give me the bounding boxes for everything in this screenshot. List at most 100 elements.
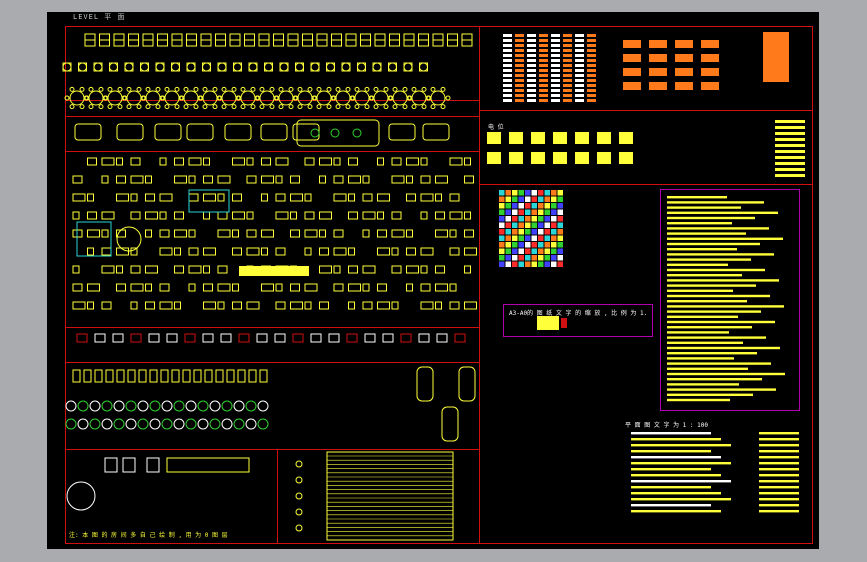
note-text-line (631, 438, 721, 441)
round-table-chair (307, 86, 313, 92)
spec-text-line (667, 346, 780, 350)
plant-symbol (113, 418, 125, 430)
spec-text-line (667, 284, 756, 287)
legend-cell (587, 44, 596, 47)
round-table-chair (335, 86, 341, 92)
car-block (441, 406, 459, 442)
round-table-chair (307, 104, 313, 110)
divider-left-6 (65, 449, 479, 450)
sofa-block (101, 265, 115, 274)
cad-drawing-canvas[interactable]: LEVEL 平 面 A3-A0的 图 纸 文 字 的 缩 放 , 比 例 为 1… (47, 12, 819, 549)
sofa-block (275, 283, 283, 292)
color-swatch (544, 196, 550, 202)
sofa-block (174, 301, 181, 310)
spec-text-line (667, 232, 746, 235)
round-table-chair (345, 104, 351, 110)
appliance-block (130, 333, 142, 343)
legend-cell (503, 54, 512, 57)
border-pattern (166, 457, 250, 473)
color-swatch (499, 190, 505, 196)
spec-text-line (667, 362, 771, 365)
round-table-chair (316, 104, 322, 110)
bathroom-fixture (226, 369, 235, 383)
sofa-block (319, 157, 332, 166)
round-table-chair (269, 104, 275, 110)
sofa-block (406, 175, 413, 184)
note-text-line (631, 510, 721, 513)
sofa-block (232, 193, 242, 202)
note-text-line (759, 486, 799, 489)
legend-cell (503, 44, 512, 47)
sofa-block (116, 265, 123, 274)
round-table-chair (174, 86, 180, 92)
legend-block-orange (623, 68, 641, 76)
sofa-block (246, 247, 260, 256)
note-text-line (759, 450, 799, 453)
chair-block (341, 62, 351, 72)
dining-table (186, 123, 214, 141)
round-table-chair (202, 104, 208, 110)
round-table-chair (174, 104, 180, 110)
color-swatch (518, 255, 524, 261)
sofa-block (116, 283, 126, 292)
spec-text-line (667, 331, 729, 334)
sofa-block (362, 301, 373, 310)
color-swatch (538, 216, 544, 222)
sofa-block (188, 265, 202, 274)
sofa-block (203, 283, 213, 292)
legend-cell (515, 69, 524, 72)
sofa-block (420, 193, 434, 202)
sofa-block (275, 157, 289, 166)
round-table-chair (311, 95, 317, 101)
sofa-block (377, 301, 390, 310)
spec-text-line (667, 372, 785, 376)
color-swatch (525, 190, 531, 196)
plant-symbol (77, 418, 89, 430)
sofa-block (377, 283, 387, 292)
round-table-chair (278, 104, 284, 110)
appliance-block (76, 333, 88, 343)
legend-cell (539, 94, 548, 97)
legend-cell (563, 89, 572, 92)
sofa-block (101, 229, 109, 238)
bathroom-fixture (116, 369, 125, 383)
legend-cell (563, 39, 572, 42)
color-swatch (512, 255, 518, 261)
sofa-block (217, 175, 231, 184)
legend-cell (575, 34, 584, 37)
spec-text-line (667, 211, 778, 214)
sofa-block (420, 301, 434, 310)
color-swatch (544, 229, 550, 235)
appliance-block (292, 333, 304, 343)
sofa-block (435, 301, 442, 310)
round-table (392, 90, 408, 106)
sofa-block (87, 229, 100, 238)
color-swatch (505, 190, 511, 196)
round-table-chair (164, 86, 170, 92)
round-table (107, 90, 123, 106)
legend-cell (551, 39, 560, 42)
legend-block-orange (623, 40, 641, 48)
round-table-chair (273, 95, 279, 101)
spec-text-line (667, 268, 765, 272)
spec-text-line (667, 237, 783, 240)
color-swatch (557, 209, 563, 215)
sofa-block (391, 157, 402, 166)
sofa-block (464, 265, 471, 274)
round-table-chair (240, 104, 246, 110)
legend-block-tall (763, 32, 789, 82)
round-table-chair (387, 95, 393, 101)
round-table-chair (430, 86, 436, 92)
divider-left-7 (277, 449, 278, 544)
color-swatch (499, 229, 505, 235)
sofa-block (290, 301, 303, 310)
color-swatch (538, 229, 544, 235)
chair-seat (124, 62, 134, 72)
color-swatch (544, 255, 550, 261)
note-text-line (759, 444, 799, 447)
spec-text-line (667, 242, 760, 246)
round-table-chair (212, 86, 218, 92)
plant-symbol (137, 418, 149, 430)
sofa-block (406, 157, 419, 166)
color-swatch (551, 248, 557, 254)
